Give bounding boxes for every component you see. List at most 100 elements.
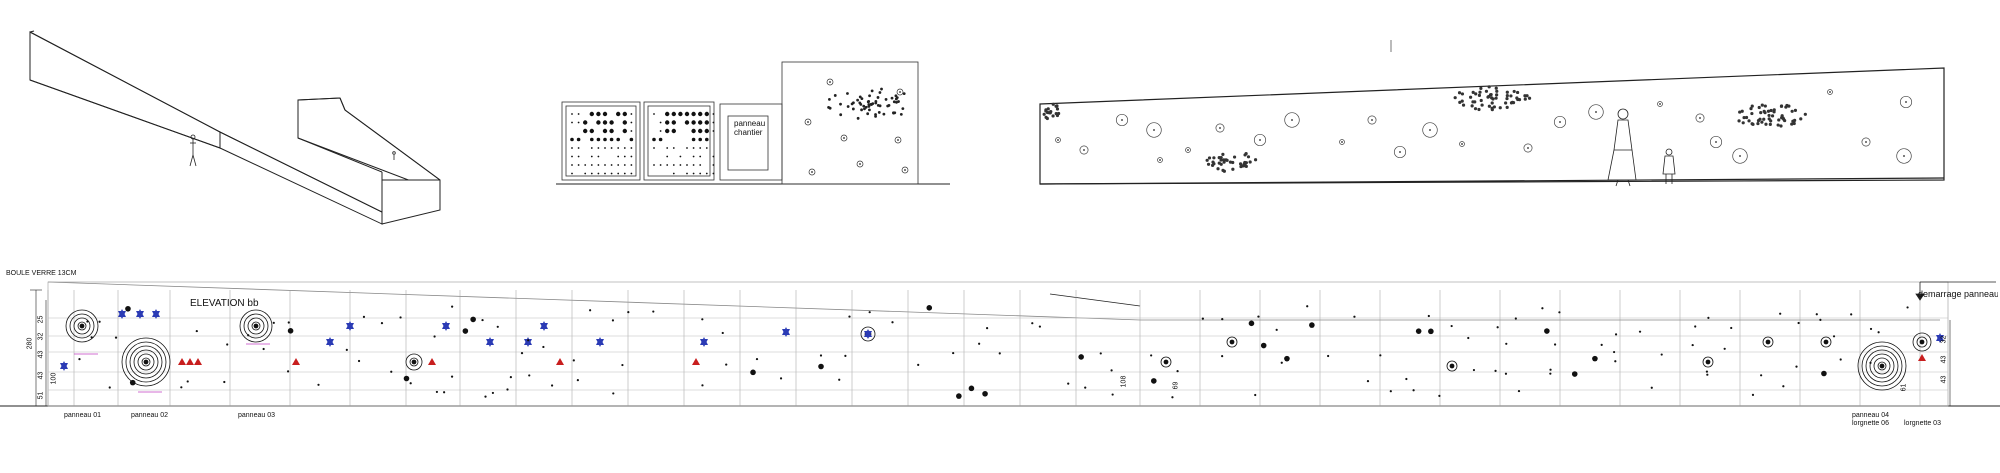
target-ring [1762, 336, 1774, 348]
plan-dot [621, 363, 624, 367]
target-ring [125, 341, 167, 383]
wall-cluster-dot [1042, 112, 1046, 116]
tall-dot [860, 97, 864, 101]
plan-dot [357, 359, 361, 363]
wall-ring [1393, 145, 1407, 159]
wall-cluster-dot [1457, 91, 1462, 95]
panel-dot [658, 137, 663, 142]
target-ring [243, 313, 269, 339]
wall-cluster-dot [1477, 107, 1481, 112]
wall-cluster-dot [1772, 110, 1776, 114]
plan-dot [1150, 354, 1153, 357]
wall-cluster-dot [1799, 117, 1803, 121]
panel-dot [704, 120, 709, 125]
plan-dot [998, 352, 1001, 355]
tall-dot [827, 106, 830, 109]
panel-dot [630, 172, 633, 175]
blue-marker [1936, 335, 1944, 343]
plan-dot [701, 384, 704, 387]
panel-dot [712, 130, 715, 132]
panel-dot [622, 111, 627, 117]
wall-cluster-dot [1744, 115, 1749, 120]
wall-cluster-dot [1219, 158, 1223, 162]
wall-cluster-dot [1243, 153, 1247, 157]
plan-dot [1201, 317, 1204, 320]
tall-dot [878, 104, 882, 108]
tall-ring [896, 88, 904, 96]
plan-dot [114, 336, 118, 339]
plan-dot [1151, 378, 1157, 384]
wall-cluster-dot [1055, 107, 1060, 111]
plan-title: ELEVATION bb [190, 298, 259, 309]
panel-dot [603, 137, 607, 142]
panel-dot [596, 111, 601, 117]
panel-dot [686, 172, 688, 175]
tall-dot [868, 108, 871, 112]
plan-dot [550, 384, 554, 387]
plan-dot [527, 339, 530, 342]
panel-dot [686, 147, 688, 149]
panel-dot [704, 128, 709, 134]
plan-dot [1723, 347, 1726, 350]
panel-dot [679, 155, 682, 158]
panel-dot-pattern [570, 111, 715, 175]
wall-cluster-dot [1495, 93, 1499, 97]
wall-ring-center [1153, 129, 1155, 131]
target-center [1163, 359, 1169, 365]
plan-dot [612, 392, 615, 395]
tall-dot [867, 105, 871, 108]
wall-ring [1185, 147, 1191, 153]
wall-ring-center [1083, 149, 1085, 151]
panel-dot [617, 155, 620, 158]
wall-ring-center [1057, 139, 1059, 141]
child-figure-icon [1662, 148, 1676, 184]
wall-cluster-dot [1783, 118, 1787, 123]
wall-cluster-dot [1216, 167, 1220, 171]
wall-cluster-dot [1054, 111, 1058, 116]
wall-cluster-dot [1217, 156, 1221, 160]
panel-dot [672, 164, 675, 166]
wall-cluster-dot [1769, 108, 1773, 113]
plan-dot [1450, 324, 1453, 328]
panel-dot [691, 128, 696, 134]
panel-dot [590, 172, 593, 175]
wall-cluster-dot [1492, 105, 1496, 109]
panel-dot [597, 164, 600, 166]
panel-dot [571, 155, 573, 158]
left-dimension-line [30, 289, 47, 406]
panel-dot [589, 111, 594, 117]
tall-dot [850, 102, 854, 106]
panel-dot [610, 172, 613, 175]
plan-dot [1504, 372, 1508, 375]
wall-cluster-dot [1484, 89, 1489, 93]
target-center [1449, 363, 1455, 369]
panel-dot [692, 147, 695, 149]
blue-marker [864, 331, 872, 339]
blue-marker [152, 311, 160, 319]
plan-dot [1428, 328, 1434, 335]
plan-dot [1221, 354, 1224, 358]
panel-dot [571, 121, 573, 124]
wall-cluster-dot [1511, 101, 1516, 105]
perforated-panel-left [561, 101, 715, 181]
plan-markers [60, 305, 1944, 399]
plan-dot [1254, 393, 1257, 397]
tall-ring-dot [811, 171, 813, 173]
dim-right-43b: 43 [1940, 375, 1948, 384]
panel-dot [692, 155, 695, 158]
plan-dot [1412, 389, 1415, 392]
plan-dot [443, 391, 446, 394]
target-ring [69, 313, 95, 339]
wall-cluster-dot [1787, 104, 1791, 108]
plan-dot [1730, 326, 1733, 330]
wall-cluster-dot [1478, 90, 1482, 94]
panel-dot [596, 120, 601, 125]
wall-ring [1709, 135, 1723, 149]
plan-dot [1694, 325, 1697, 328]
plan-dot [1366, 380, 1370, 383]
panel-dot [616, 137, 620, 142]
plan-dot [956, 393, 962, 399]
plan-dot [129, 379, 136, 386]
wall-cluster-dot [1054, 104, 1058, 108]
plan-dot [470, 316, 476, 323]
